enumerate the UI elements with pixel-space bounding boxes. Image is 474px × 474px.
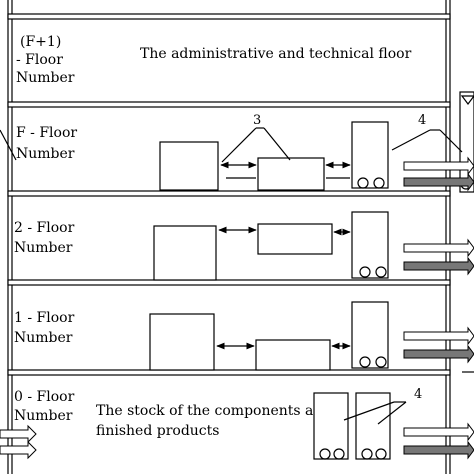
stock-description-line-1: The stock of the components and (96, 403, 331, 419)
floor-2-storage-block (153, 225, 217, 281)
floor-0-right-in-arrow (403, 422, 474, 442)
floor-2-cart (351, 211, 389, 279)
floor-0-label-2: Number (14, 408, 73, 424)
floor-1-cart (351, 301, 389, 369)
admin-floor-description: The administrative and technical floor (140, 46, 412, 62)
floor-2-cart-wheel-left (359, 266, 371, 278)
floor-f-cart-wheel-left (357, 177, 369, 189)
callout-3-label: 3 (253, 113, 261, 128)
floor-f-pointer-line (0, 129, 17, 161)
floor-2-label-1: 2 - Floor (14, 220, 75, 236)
floor-f-label-1: F - Floor (16, 125, 77, 141)
floor-0-cart-left-wheel-right (333, 448, 345, 460)
floor-0-cart-left-wheel-left (319, 448, 331, 460)
callout-4-bottom-label: 4 (414, 387, 422, 402)
floor-1-cart-wheel-right (375, 356, 387, 368)
floor-f-machine-block (257, 157, 325, 191)
floor-f-plus-1-label-1: (F+1) (20, 34, 61, 50)
floor-1-out-arrow (403, 344, 474, 364)
callout-3-leader-b (263, 127, 291, 161)
floor-f-out-arrow (403, 172, 474, 192)
floor-f-plus-1-label-3: Number (16, 70, 75, 86)
stock-description-line-2: finished products (96, 423, 219, 439)
floor-f-in-arrow (403, 156, 474, 176)
callout-4-top-leader-a (391, 129, 431, 151)
floor-f-storage-block (159, 141, 219, 191)
floor-2-in-arrow (403, 238, 474, 258)
callout-3-leader-a (221, 127, 257, 163)
floor-0-cart-right-wheel-left (361, 448, 373, 460)
external-shaft (459, 91, 474, 193)
floor-2-out-arrow (403, 256, 474, 276)
slab-1 (7, 369, 451, 376)
floor-2-label-2: Number (14, 240, 73, 256)
callout-4-top-leader-b (439, 129, 463, 153)
floor-0-left-out-arrow (0, 440, 37, 460)
slab-f-plus-1 (7, 101, 451, 108)
floor-f-cart (351, 121, 389, 189)
slab-2 (7, 279, 451, 286)
building-frame (7, 0, 451, 474)
floor-1-label-2: Number (14, 330, 73, 346)
callout-4-bottom-leader-a (343, 401, 395, 421)
floor-1-storage-block (149, 313, 215, 371)
slab-f (7, 190, 451, 197)
floor-f-cart-wheel-right (373, 177, 385, 189)
floor-2-cart-wheel-right (375, 266, 387, 278)
floor-0-right-out-arrow (403, 440, 474, 460)
floor-0-cart-right-wheel-right (375, 448, 387, 460)
floor-f-plus-1-label-2: - Floor (16, 52, 63, 68)
floor-f: F - Floor Number 3 4 (0, 113, 474, 192)
floor-0-label-1: 0 - Floor (14, 389, 75, 405)
slab-top (7, 13, 451, 20)
callout-4-bottom-leader-b (377, 401, 407, 425)
floor-2-machine-block (257, 223, 333, 255)
floor-1-label-1: 1 - Floor (14, 310, 75, 326)
floor-1-cart-wheel-left (359, 356, 371, 368)
floor-1-in-arrow (403, 326, 474, 346)
floor-1-machine-block (255, 339, 331, 371)
floor-0: 0 - Floor Number The stock of the compon… (0, 387, 474, 460)
floor-0-left-in-arrow (0, 424, 37, 444)
callout-4-top-label: 4 (418, 113, 426, 128)
floor-f-label-2: Number (16, 146, 75, 162)
shaft-top-marker (460, 95, 474, 105)
floor-2: 2 - Floor Number (14, 211, 474, 281)
floor-f-plus-1: (F+1) - Floor Number The administrative … (16, 34, 412, 86)
floor-0-cart-left (313, 392, 349, 460)
external-elevator-hint (459, 91, 474, 373)
floor-0-cart-right (355, 392, 391, 460)
floor-slabs (7, 13, 451, 376)
floor-1: 1 - Floor Number (14, 301, 474, 371)
